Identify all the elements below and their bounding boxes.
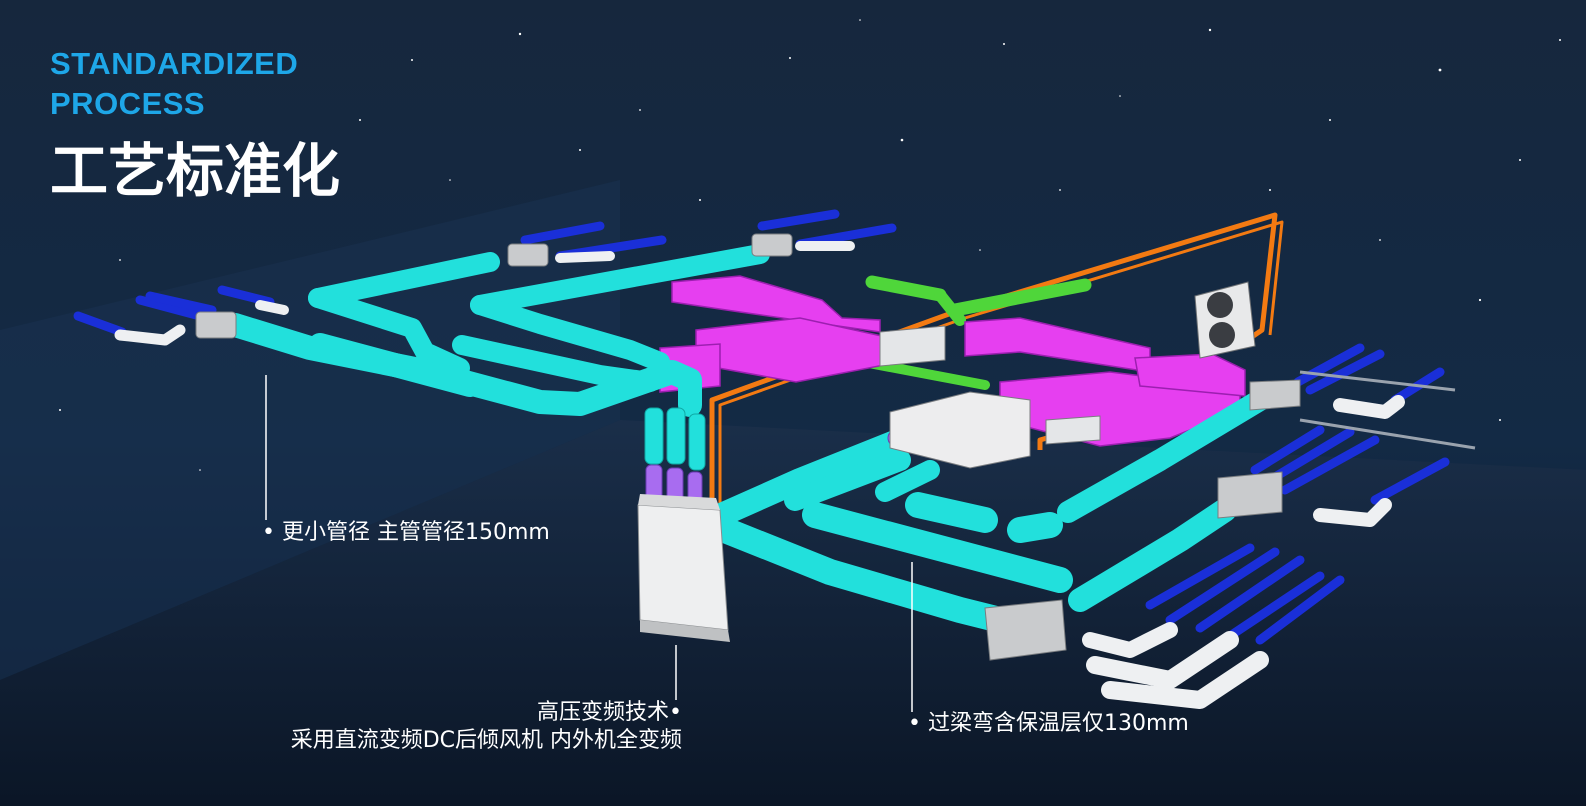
callout-beam-bend: • 过梁弯含保温层仅130mm [908,711,1189,736]
page-title-en-line2: PROCESS [50,86,206,121]
page-title-en: STANDARDIZED PROCESS [50,44,298,124]
main-duct-cyan [223,244,1271,633]
unit-gray-boxes [195,233,1301,661]
stars [59,19,1561,471]
support-rails [1299,370,1476,450]
callout-dc-fan-line2: 采用直流变频DC后倾风机 内外机全变频 [290,728,682,753]
callout-dc-fan: 高压变频技术• 采用直流变频DC后倾风机 内外机全变频 [291,699,682,755]
page-title-cn: 工艺标准化 [50,137,341,205]
insulated-elbow-white [114,241,1405,709]
outdoor-unit [1194,281,1256,359]
branch-pipe-blue [73,209,1450,645]
callout-pipe-diameter: • 更小管径 主管管径150mm [262,520,550,545]
indoor-unit-cabinet [637,494,730,642]
callout-leader-lines [265,375,913,712]
page-title-en-line1: STANDARDIZED [50,46,299,81]
room-floor [0,420,1586,806]
riser-ducts-cyan [644,407,706,471]
callout-dc-fan-line1: 高压变频技术• [537,700,682,725]
